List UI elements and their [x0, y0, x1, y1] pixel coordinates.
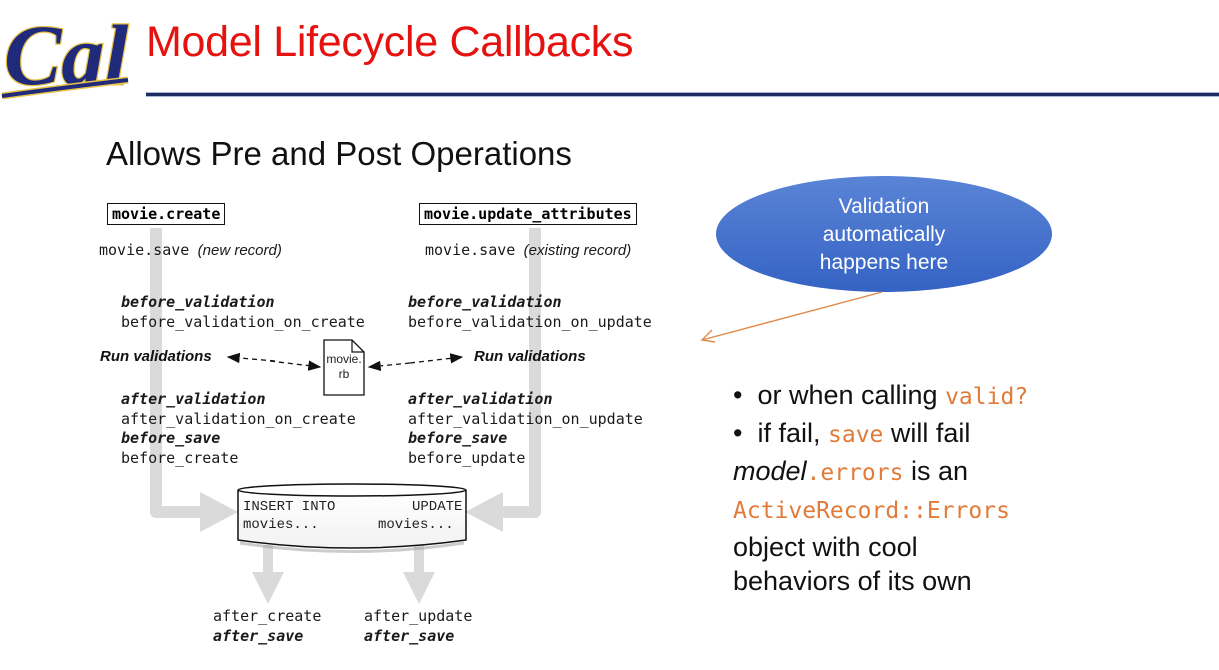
db-insert-line-2: movies...	[243, 517, 319, 533]
right-before-validation-specific: before_validation_on_update	[408, 313, 652, 331]
right-method-box: movie.update_attributes	[419, 203, 637, 225]
db-update-line-1: UPDATE	[412, 499, 463, 515]
right-save-note: (existing record)	[523, 242, 632, 259]
left-after-validation: after_validation	[121, 390, 266, 408]
callout-pointer-line	[701, 291, 883, 341]
db-update-line-2: movies...	[378, 517, 454, 533]
note-line-3: model.errors is an	[733, 456, 968, 487]
left-before-specific: before_create	[121, 449, 239, 467]
left-down-arrowhead	[252, 572, 284, 604]
note-line-3-suffix: is an	[903, 456, 969, 486]
left-save-line: movie.save (new record)	[99, 241, 282, 259]
bullet-glyph: •	[733, 418, 743, 448]
model-file-icon	[323, 339, 365, 396]
note-activerecord-errors-code: ActiveRecord::Errors	[733, 498, 1010, 524]
right-after-specific: after_update	[364, 607, 473, 625]
model-file-line-2: rb	[338, 367, 350, 381]
right-after-validation: after_validation	[408, 390, 553, 408]
right-dashed-arrow-to-label	[409, 353, 464, 364]
left-before-validation-specific: before_validation_on_create	[121, 313, 365, 331]
right-before-save: before_save	[408, 429, 508, 447]
right-after-save: after_save	[364, 627, 455, 645]
left-flow-path	[150, 228, 205, 518]
callout-line-1: Validation	[838, 195, 930, 218]
callout-graphic	[700, 176, 1052, 343]
left-dashed-arrow-to-file	[269, 360, 322, 371]
callout-line-2: automatically	[822, 223, 946, 246]
slide-title: Model Lifecycle Callbacks	[146, 18, 634, 66]
right-down-shaft	[414, 545, 424, 575]
database-cylinder	[237, 483, 467, 553]
left-save-call: movie.save	[99, 241, 190, 259]
left-after-validation-specific: after_validation_on_create	[121, 410, 356, 428]
right-dashed-arrow-to-file	[367, 360, 411, 372]
bullet-glyph: •	[733, 380, 743, 410]
cal-logo: Cal	[1, 6, 130, 104]
left-after-save: after_save	[213, 627, 304, 645]
callout-line-3: happens here	[819, 251, 949, 274]
callout-text: Validation automatically happens here	[718, 193, 1050, 277]
right-flow-path	[498, 228, 541, 518]
note-bullet-1-text: or when calling	[757, 380, 946, 410]
note-errors-code: .errors	[806, 460, 904, 486]
note-bullet-2-suffix: will fail	[883, 418, 971, 448]
note-save-code: save	[828, 422, 884, 448]
left-method-box: movie.create	[107, 203, 226, 225]
note-model-italic: model	[733, 456, 807, 486]
note-valid-code: valid?	[945, 384, 1029, 410]
right-before-specific: before_update	[408, 449, 526, 467]
left-flow-arrowhead	[200, 492, 238, 532]
left-before-save: before_save	[121, 429, 221, 447]
title-divider	[146, 93, 1219, 96]
note-bullet-1: • or when calling valid?	[733, 380, 1028, 411]
right-run-validations: Run validations	[474, 348, 586, 365]
model-file-line-1: movie.	[326, 352, 362, 366]
callout-bubble	[716, 176, 1052, 292]
right-down-arrowhead	[403, 572, 435, 604]
right-after-validation-specific: after_validation_on_update	[408, 410, 643, 428]
note-bullet-2-prefix: if fail,	[757, 418, 828, 448]
note-line-4: ActiveRecord::Errors	[733, 494, 1010, 525]
note-line-5: object with cool	[733, 532, 918, 562]
left-run-validations: Run validations	[100, 348, 212, 365]
left-down-shaft	[263, 545, 273, 575]
db-insert-line-1: INSERT INTO	[243, 499, 336, 515]
callout-pointer-arrowhead	[700, 329, 716, 343]
right-flow-arrowhead	[465, 492, 503, 532]
logo-text: Cal	[4, 7, 128, 103]
right-before-validation: before_validation	[408, 293, 562, 311]
left-save-note: (new record)	[197, 242, 282, 259]
model-file-label: movie. rb	[324, 352, 364, 382]
left-before-validation: before_validation	[121, 293, 275, 311]
note-line-6: behaviors of its own	[733, 566, 972, 596]
note-bullet-2: • if fail, save will fail	[733, 418, 970, 449]
slide-subtitle: Allows Pre and Post Operations	[106, 135, 572, 172]
callback-flow-diagram	[150, 228, 541, 604]
right-save-line: movie.save (existing record)	[425, 241, 631, 259]
left-after-specific: after_create	[213, 607, 322, 625]
right-save-call: movie.save	[425, 241, 516, 259]
left-dashed-arrow-to-label	[226, 352, 276, 364]
